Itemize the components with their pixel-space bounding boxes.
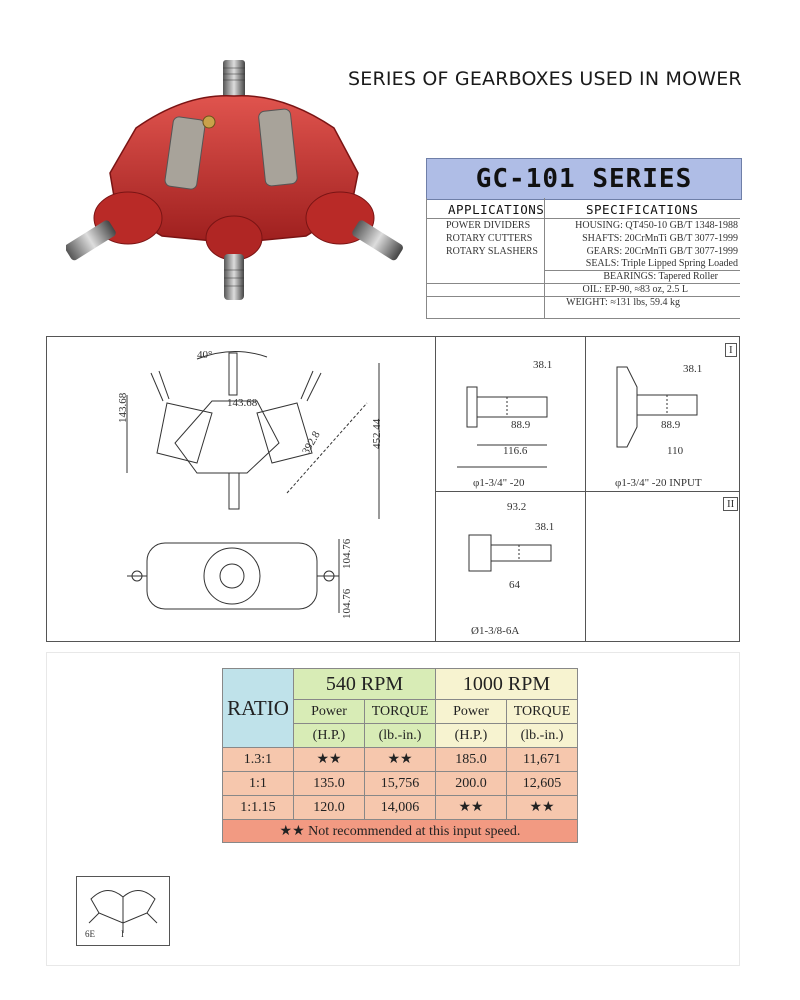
- torque-header: TORQUE: [506, 699, 578, 724]
- dim-plan-b: 104.76: [341, 588, 353, 619]
- shaft-a-dim-3: 116.6: [503, 445, 528, 457]
- view-marker-i: I: [725, 343, 737, 357]
- mini-gearbox-sketch: [88, 890, 158, 933]
- power-header: Power: [435, 699, 507, 724]
- ratio-table-panel: [46, 652, 740, 966]
- torque-1000-cell: 12,605: [506, 771, 578, 796]
- shaft-c-dim-1: 93.2: [507, 501, 527, 513]
- application-item: POWER DIVIDERS: [446, 220, 531, 231]
- table-row: 1.3:1 ★★ ★★ 185.0 11,671: [222, 747, 578, 772]
- page-title: SERIES OF GEARBOXES USED IN MOWER: [348, 68, 742, 90]
- shaft-b-dim-1: 38.1: [683, 363, 703, 375]
- shaft-drawing-a: [457, 386, 548, 468]
- spec-weight: WEIGHT: ≈131 lbs, 59.4 kg: [566, 297, 680, 308]
- left-output-shaft: [66, 220, 116, 261]
- dim-plan-a: 104.76: [341, 538, 353, 569]
- shaft-a-dim-1: 38.1: [533, 359, 553, 371]
- angle-label: 40°: [197, 349, 213, 361]
- shaft-c-dim-3: 64: [509, 579, 520, 591]
- torque-1000-cell: ★★: [506, 795, 578, 820]
- dim-height: 143.68: [117, 392, 129, 423]
- gearbox-product-image: [66, 60, 403, 300]
- ratio-cell: 1:1.15: [222, 795, 294, 820]
- center-output-housing: [205, 215, 263, 261]
- spec-card: GC-101 SERIES APPLICATIONS SPECIFICATION…: [426, 158, 742, 320]
- technical-drawing-panel: 40° 143.68 143.68 392.8 452.44 104.76 10…: [46, 336, 740, 642]
- ratio-cell: 1:1: [222, 771, 294, 796]
- torque-540-cell: ★★: [364, 747, 436, 772]
- power-540-cell: ★★: [293, 747, 365, 772]
- shaft-c-caption: Ø1-3/8-6A: [471, 625, 520, 637]
- shaft-b-dim-3: 110: [667, 445, 684, 457]
- spec-shafts: SHAFTS: 20CrMnTi GB/T 3077-1999: [582, 233, 738, 244]
- hp-unit: (H.P.): [293, 723, 365, 748]
- power-header: Power: [293, 699, 365, 724]
- left-cover-plate: [164, 116, 206, 190]
- shaft-a-caption: φ1-3/4" -20: [473, 477, 525, 489]
- applications-header: APPLICATIONS: [448, 202, 545, 217]
- shaft-drawing-c: [468, 534, 552, 572]
- view-marker-ii: II: [723, 497, 739, 511]
- torque-540-cell: 14,006: [364, 795, 436, 820]
- rpm-1000-header: 1000 RPM: [435, 668, 578, 700]
- right-output-shaft: [352, 220, 403, 261]
- ratio-cell: 1.3:1: [222, 747, 294, 772]
- spec-gears: GEARS: 20CrMnTi GB/T 3077-1999: [586, 246, 738, 257]
- application-item: ROTARY CUTTERS: [446, 233, 533, 244]
- right-cover-plate: [258, 108, 298, 187]
- dim-width: 143.68: [227, 397, 258, 409]
- ratio-header: RATIO: [222, 668, 294, 748]
- mini-layout-diagram: 6E I: [76, 876, 170, 946]
- table-row: 1:1.15 120.0 14,006 ★★ ★★: [222, 795, 578, 820]
- shaft-b-caption: φ1-3/4" -20 INPUT: [615, 477, 702, 489]
- footnote: ★★ Not recommended at this input speed.: [222, 819, 578, 843]
- shaft-drawing-b: [616, 366, 698, 448]
- rpm-540-header: 540 RPM: [293, 668, 436, 700]
- dim-overall-height: 452.44: [371, 418, 383, 449]
- power-540-cell: 135.0: [293, 771, 365, 796]
- torque-unit: (lb.-in.): [364, 723, 436, 748]
- oil-plug: [202, 115, 216, 129]
- mini-label-left: 6E: [85, 929, 95, 939]
- shaft-a-dim-2: 88.9: [511, 419, 531, 431]
- bottom-output-shaft: [224, 254, 244, 300]
- shaft-c-dim-2: 38.1: [535, 521, 555, 533]
- specifications-header: SPECIFICATIONS: [586, 202, 699, 217]
- spec-housing: HOUSING: QT450-10 GB/T 1348-1988: [575, 220, 738, 231]
- application-item: ROTARY SLASHERS: [446, 246, 538, 257]
- power-540-cell: 120.0: [293, 795, 365, 820]
- shaft-b-dim-2: 88.9: [661, 419, 681, 431]
- torque-1000-cell: 11,671: [506, 747, 578, 772]
- torque-header: TORQUE: [364, 699, 436, 724]
- series-banner: GC-101 SERIES: [426, 158, 742, 200]
- power-1000-cell: 185.0: [435, 747, 507, 772]
- spec-seals: SEALS: Triple Lipped Spring Loaded: [585, 258, 738, 269]
- ratio-table: RATIO 540 RPM 1000 RPM Power TORQUE Powe…: [222, 668, 578, 843]
- assembly-drawing: [126, 350, 380, 613]
- spec-bearings: BEARINGS: Tapered Roller: [603, 271, 718, 282]
- hp-unit: (H.P.): [435, 723, 507, 748]
- table-row: 1:1 135.0 15,756 200.0 12,605: [222, 771, 578, 796]
- torque-unit: (lb.-in.): [506, 723, 578, 748]
- mini-label-mid: I: [121, 929, 124, 939]
- power-1000-cell: 200.0: [435, 771, 507, 796]
- torque-540-cell: 15,756: [364, 771, 436, 796]
- power-1000-cell: ★★: [435, 795, 507, 820]
- spec-oil: OIL: EP-90, ≈83 oz, 2.5 L: [582, 284, 688, 295]
